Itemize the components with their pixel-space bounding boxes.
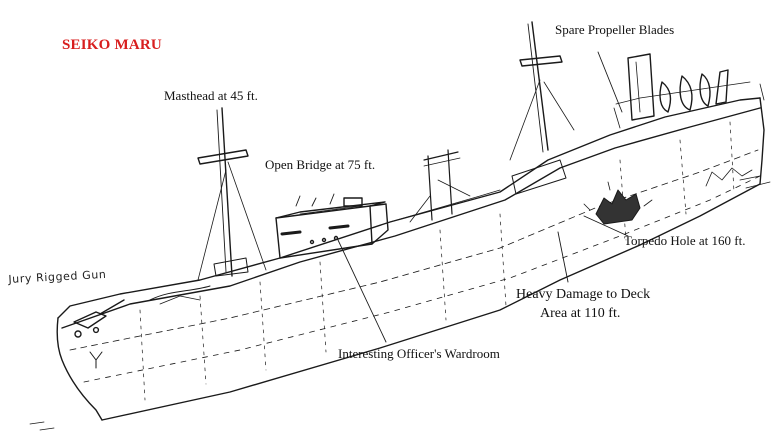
leader-spare-blades — [597, 51, 623, 113]
diagram-title: SEIKO MARU — [62, 37, 162, 53]
label-masthead: Masthead at 45 ft. — [164, 88, 258, 103]
ship-hull — [56, 97, 765, 421]
leader-torpedo-hole — [583, 215, 629, 237]
mainmast — [509, 21, 575, 195]
label-deck-damage-line1: Heavy Damage to Deck — [516, 287, 651, 302]
midship-kingposts — [389, 149, 501, 223]
label-spare-propeller-blades: Spare Propeller Blades — [555, 22, 675, 37]
jury-rigged-gun — [73, 285, 211, 329]
label-deck-damage-line2: Area at 110 ft. — [540, 306, 621, 321]
leader-deck-damage — [557, 231, 569, 283]
label-open-bridge: Open Bridge at 75 ft. — [265, 157, 376, 172]
torpedo-hole — [583, 181, 653, 225]
spare-propeller-blades — [613, 53, 765, 129]
bridge-superstructure — [275, 193, 389, 259]
leader-lines — [337, 51, 629, 343]
foremast — [197, 107, 267, 281]
label-officers-wardroom: Interesting Officer's Wardroom — [338, 346, 500, 361]
leader-wardroom — [337, 239, 387, 343]
seabed-debris — [29, 167, 771, 431]
label-torpedo-hole: Torpedo Hole at 160 ft. — [624, 233, 746, 248]
